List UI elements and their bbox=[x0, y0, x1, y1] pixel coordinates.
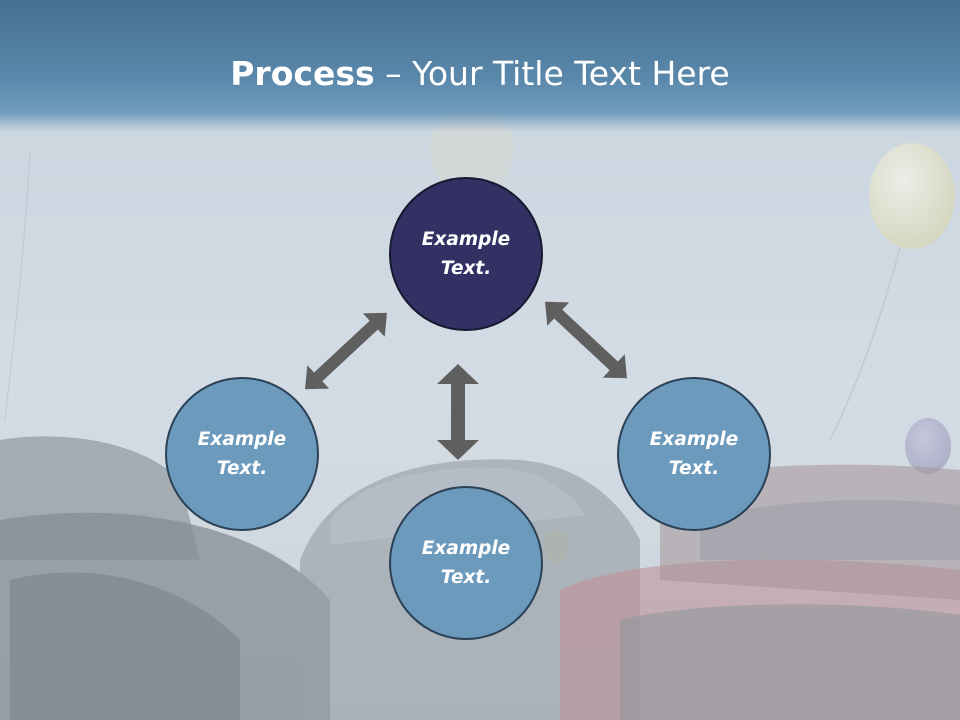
balloon-yellow bbox=[829, 143, 955, 441]
title-rest-part: – Your Title Text Here bbox=[374, 54, 730, 93]
arrow-left-top bbox=[305, 312, 387, 390]
arrow-top-right bbox=[545, 301, 627, 379]
title-bold-part: Process bbox=[230, 54, 375, 93]
node-right-line2: Text. bbox=[668, 458, 720, 479]
balloon-purple bbox=[905, 418, 951, 474]
process-node-top[interactable]: Example Text. bbox=[389, 177, 543, 331]
process-node-left[interactable]: Example Text. bbox=[165, 377, 319, 531]
slide-title: Process – Your Title Text Here bbox=[0, 52, 960, 96]
arrow-top-bottom bbox=[437, 364, 479, 460]
node-left-line1: Example bbox=[197, 429, 287, 450]
node-top-line1: Example bbox=[421, 229, 511, 250]
node-top-line2: Text. bbox=[440, 258, 492, 279]
process-node-right[interactable]: Example Text. bbox=[617, 377, 771, 531]
node-left-line2: Text. bbox=[216, 458, 268, 479]
process-node-bottom[interactable]: Example Text. bbox=[389, 486, 543, 640]
title-bar bbox=[0, 0, 960, 132]
node-right-line1: Example bbox=[649, 429, 739, 450]
car-bottom-right bbox=[620, 604, 960, 720]
node-bottom-line2: Text. bbox=[440, 567, 492, 588]
car-left bbox=[0, 436, 330, 720]
node-bottom-line1: Example bbox=[421, 538, 511, 559]
